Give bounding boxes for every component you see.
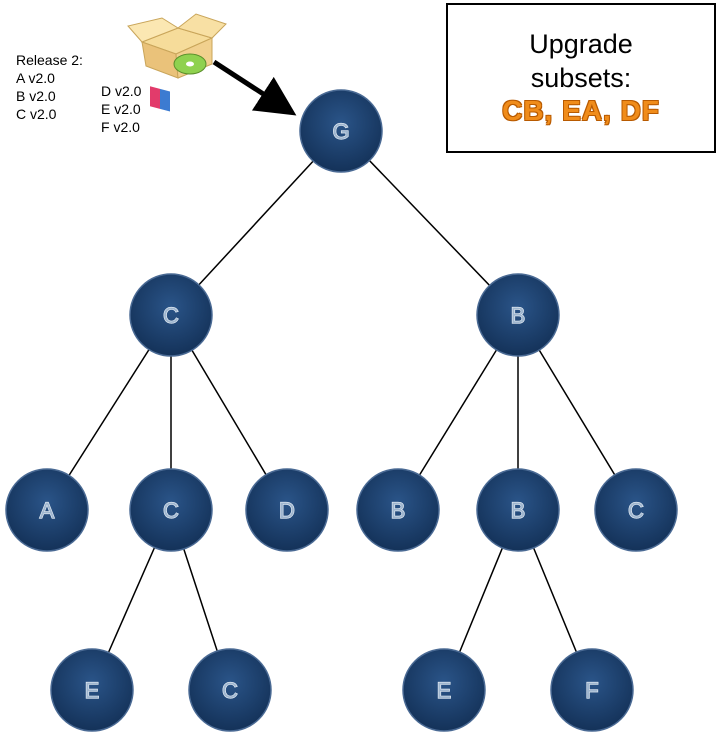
node-circle (245, 468, 329, 552)
tree-node-c2: C (129, 468, 213, 552)
node-label: C (628, 498, 644, 523)
node-circle (129, 468, 213, 552)
tree-node-e1: E (50, 648, 134, 732)
upgrade-subsets-list: CB, EA, DF (502, 95, 660, 126)
tree-node-a: A (5, 468, 89, 552)
node-circle (50, 648, 134, 732)
node-label: C (163, 303, 179, 328)
tree-node-c4: C (188, 648, 272, 732)
release-item-b: B v2.0 (16, 88, 56, 104)
release-item-a: A v2.0 (16, 70, 55, 86)
release-item-d: D v2.0 (101, 83, 142, 99)
node-circle (5, 468, 89, 552)
node-circle (550, 648, 634, 732)
release-item-c: C v2.0 (16, 106, 57, 122)
node-label: E (85, 678, 100, 703)
release-item-e: E v2.0 (101, 101, 141, 117)
tree-node-g: G (299, 89, 383, 173)
node-circle (188, 648, 272, 732)
release-title: Release 2: (16, 52, 83, 68)
tree-node-e2: E (402, 648, 486, 732)
node-label: E (437, 678, 452, 703)
software-box-cd-icon (127, 13, 227, 112)
release-list-2: D v2.0 E v2.0 F v2.0 (101, 82, 141, 136)
node-circle (299, 89, 383, 173)
tree-node-c3: C (594, 468, 678, 552)
node-circle (594, 468, 678, 552)
node-circle (476, 273, 560, 357)
release-arrow (212, 59, 297, 116)
node-label: A (40, 498, 55, 523)
edge-g-c1 (170, 130, 342, 316)
upgrade-subsets-box: Upgrade subsets: CB, EA, DF (446, 3, 716, 153)
upgrade-line2: subsets: (530, 63, 632, 93)
tree-node-b1: B (476, 273, 560, 357)
node-label: B (391, 498, 406, 523)
node-label: D (279, 498, 295, 523)
node-label: B (511, 498, 526, 523)
node-label: B (511, 303, 526, 328)
node-label: C (163, 498, 179, 523)
tree-node-f: F (550, 648, 634, 732)
tree-node-b3: B (476, 468, 560, 552)
node-label: G (332, 119, 349, 144)
tree-node-d: D (245, 468, 329, 552)
release-item-f: F v2.0 (101, 119, 140, 135)
node-circle (356, 468, 440, 552)
node-label: C (222, 678, 238, 703)
release-list: Release 2: A v2.0 B v2.0 C v2.0 (16, 51, 83, 123)
node-circle (402, 648, 486, 732)
node-circle (476, 468, 560, 552)
upgrade-line1: Upgrade (529, 29, 633, 59)
node-circle (129, 273, 213, 357)
edge-g-b1 (340, 130, 519, 316)
node-label: F (585, 678, 598, 703)
tree-node-b2: B (356, 468, 440, 552)
tree-node-c1: C (129, 273, 213, 357)
